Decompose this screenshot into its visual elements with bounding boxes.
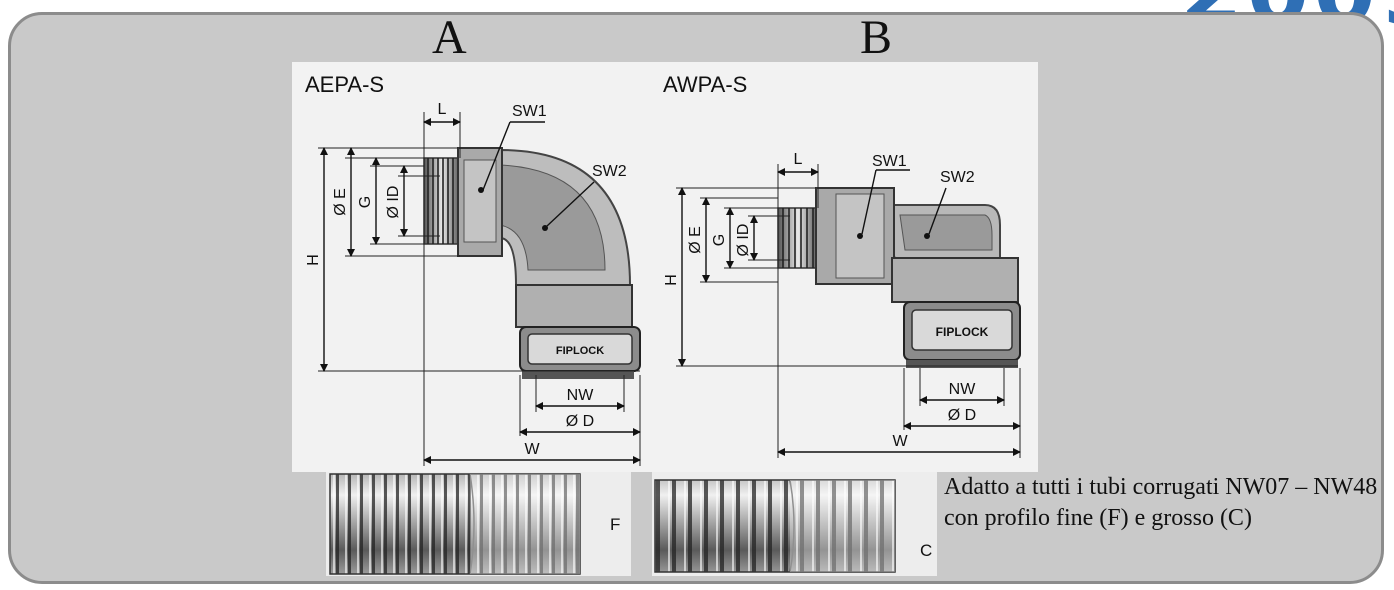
fitting-b-brand: FIPLOCK: [936, 325, 989, 339]
dim-b-sw1: SW1: [872, 153, 907, 170]
variant-b-letter: B: [860, 11, 893, 64]
variant-a-letter: A: [432, 11, 467, 64]
compatibility-caption: Adatto a tutti i tubi corrugati NW07 – N…: [944, 474, 1378, 531]
dim-a-sw2: SW2: [592, 163, 627, 180]
fitting-a: FIPLOCK: [423, 147, 641, 379]
fitting-b-thread: [777, 207, 819, 269]
dim-a-e: Ø E: [332, 188, 349, 216]
fitting-b: FIPLOCK: [777, 187, 1021, 368]
fitting-a-thread: [423, 157, 461, 245]
dim-a-nw: NW: [567, 387, 595, 404]
dim-b-e: Ø E: [687, 226, 704, 254]
dim-a-w: W: [524, 441, 540, 458]
dim-a-l: L: [438, 101, 447, 118]
dim-b-id: Ø ID: [735, 224, 752, 257]
dim-a-d: Ø D: [566, 413, 594, 430]
fitting-a-elbow-inner: [499, 164, 606, 271]
model-label-a: AEPA-S: [305, 72, 384, 97]
dim-a-g: G: [357, 196, 374, 208]
dim-a-h: H: [305, 254, 322, 266]
dim-b-l: L: [794, 151, 803, 168]
fitting-a-brand: FIPLOCK: [556, 345, 604, 357]
dim-b-d: Ø D: [948, 407, 976, 424]
dim-b-g: G: [711, 234, 728, 246]
model-label-b: AWPA-S: [663, 72, 747, 97]
dim-b-nw: NW: [949, 381, 977, 398]
profile-f-label: F: [610, 515, 620, 534]
tube-fine-profile: [329, 473, 581, 575]
dim-b-w: W: [892, 433, 908, 450]
dim-b-h: H: [663, 274, 680, 286]
profile-c-label: C: [920, 541, 932, 560]
dim-b-sw2: SW2: [940, 169, 975, 186]
dim-a-id: Ø ID: [385, 186, 402, 219]
dim-a-sw1: SW1: [512, 103, 547, 120]
tube-coarse-profile: [654, 479, 896, 573]
